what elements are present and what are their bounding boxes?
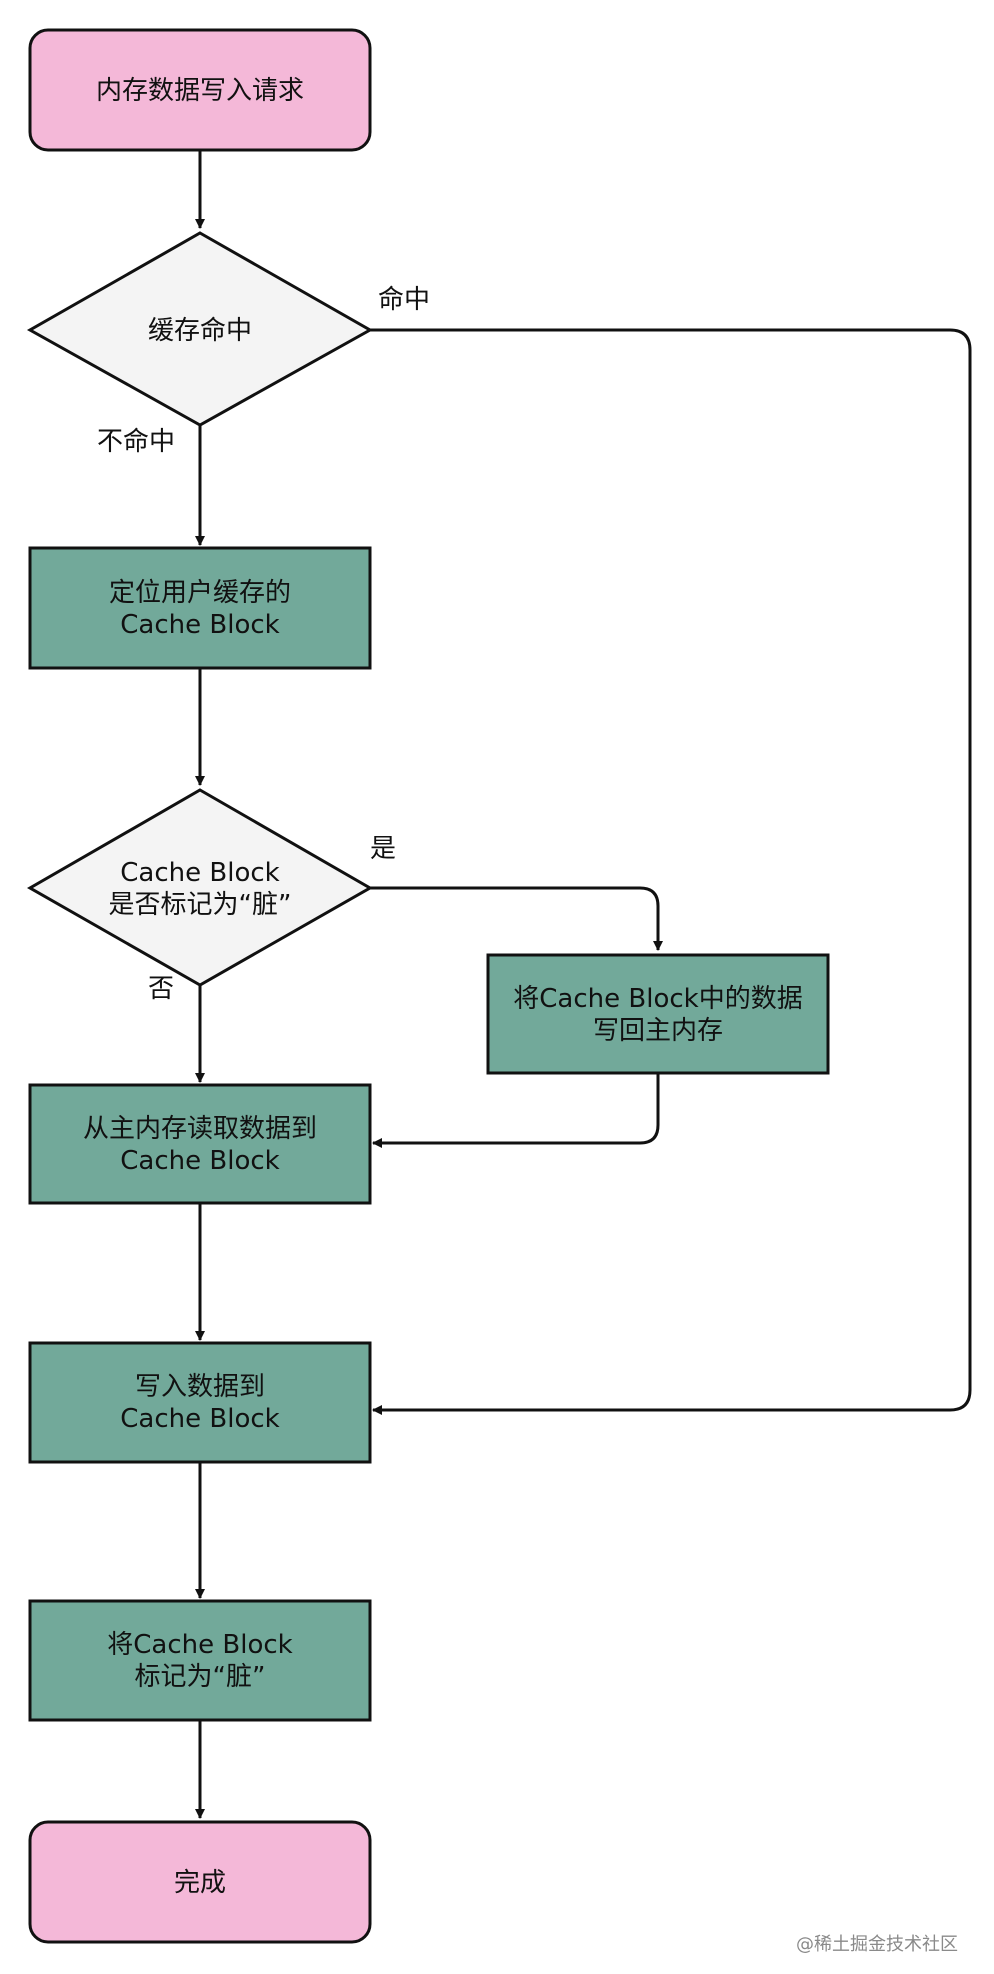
cache-hit-decision-line-1: 缓存命中 [148, 316, 252, 346]
write-back-label: 将Cache Block中的数据写回主内存 [513, 984, 802, 1046]
edge-label-hit: 命中 [378, 285, 430, 315]
write-data-line-1: 写入数据到 [135, 1372, 265, 1402]
done-label: 完成 [174, 1868, 226, 1898]
edge-label-no: 否 [148, 974, 174, 1004]
start-terminal-shape [28, 28, 372, 152]
edge-label-yes: 是 [370, 834, 396, 864]
edge-hit-to-write-data [370, 328, 972, 1415]
cache-hit-diamond [26, 231, 374, 427]
mark-dirty-line-2: 标记为“脏” [135, 1662, 266, 1692]
watermark: @稀土掘金技术社区 [796, 1934, 958, 1955]
done-line-1: 完成 [174, 1868, 226, 1898]
done-terminal-shape [28, 1820, 372, 1944]
start-label: 内存数据写入请求 [96, 76, 304, 106]
write-back-process-shape [486, 953, 830, 1075]
node-done: 完成 [28, 1820, 372, 1944]
read-memory-process-shape [28, 1083, 372, 1205]
locate-block-line-2: Cache Block [120, 610, 279, 640]
read-memory-line-2: Cache Block [120, 1146, 279, 1176]
node-cache-hit-decision: 缓存命中 [26, 231, 374, 427]
edge-write-back-to-read-memory [372, 1073, 660, 1148]
start-line-1: 内存数据写入请求 [96, 76, 304, 106]
locate-block-line-1: 定位用户缓存的 [109, 578, 291, 608]
edge-yes-to-write-back [370, 886, 663, 951]
edge-label-miss: 不命中 [97, 427, 175, 457]
read-memory-line-1: 从主内存读取数据到 [83, 1114, 317, 1144]
node-start: 内存数据写入请求 [28, 28, 372, 152]
node-write-back: 将Cache Block中的数据写回主内存 [486, 953, 830, 1075]
write-back-line-2: 写回主内存 [593, 1016, 723, 1046]
dirty-decision-line-2: 是否标记为“脏” [109, 890, 292, 920]
write-back-line-1: 将Cache Block中的数据 [513, 984, 802, 1014]
mark-dirty-line-1: 将Cache Block [107, 1630, 292, 1660]
locate-block-process-shape [28, 546, 372, 670]
mark-dirty-process-shape [28, 1599, 372, 1722]
dirty-diamond [26, 788, 374, 987]
dirty-decision-line-1: Cache Block [120, 858, 279, 888]
write-data-process-shape [28, 1341, 372, 1464]
write-data-line-2: Cache Block [120, 1404, 279, 1434]
cache-hit-label: 缓存命中 [148, 316, 252, 346]
edges [195, 150, 972, 1819]
